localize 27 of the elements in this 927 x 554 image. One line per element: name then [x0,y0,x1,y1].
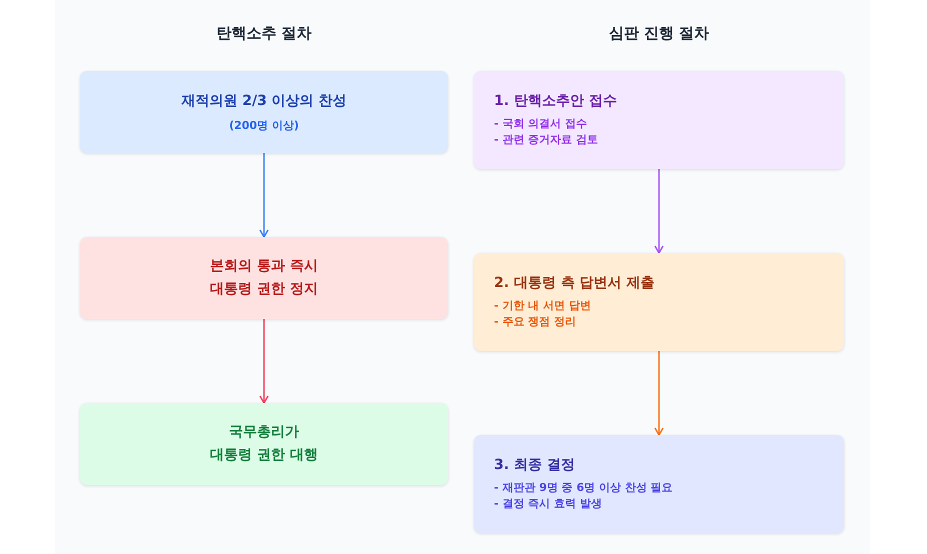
arrow [259,319,269,404]
bullet-text: - 주요 쟁점 정리 [494,314,578,330]
arrow [654,169,664,254]
step-title: 3. 최종 결정 [494,456,576,474]
box-text: 재적의원 2/3 이상의 찬성 [181,92,347,110]
step-title: 1. 탄핵소추안 접수 [494,92,618,110]
bullet-text: - 관련 증거자료 검토 [494,132,600,148]
box-text: 국무총리가 [229,423,299,442]
process-box [474,253,844,351]
box-text: 본회의 통과 즉시 [210,257,318,276]
process-box [80,403,448,485]
bullet-text: - 기한 내 서면 답변 [494,298,592,314]
box-text: 대통령 권한 정지 [210,280,318,299]
step-title: 2. 대통령 측 답변서 제출 [494,274,656,292]
bullet-text: - 국회 의결서 접수 [494,116,588,132]
process-box [474,71,844,169]
bullet-text: - 재판관 9명 중 6명 이상 찬성 필요 [494,480,674,496]
column-heading: 탄핵소추 절차 [216,24,312,43]
column-heading: 심판 진행 절차 [608,24,710,43]
arrow [654,351,664,436]
process-box [474,435,844,533]
process-box [80,237,448,319]
arrow [259,153,269,238]
bullet-text: - 결정 즉시 효력 발생 [494,496,603,512]
process-box [80,71,448,153]
box-subtext: (200명 이상) [229,118,299,132]
box-text: 대통령 권한 대행 [210,446,318,465]
